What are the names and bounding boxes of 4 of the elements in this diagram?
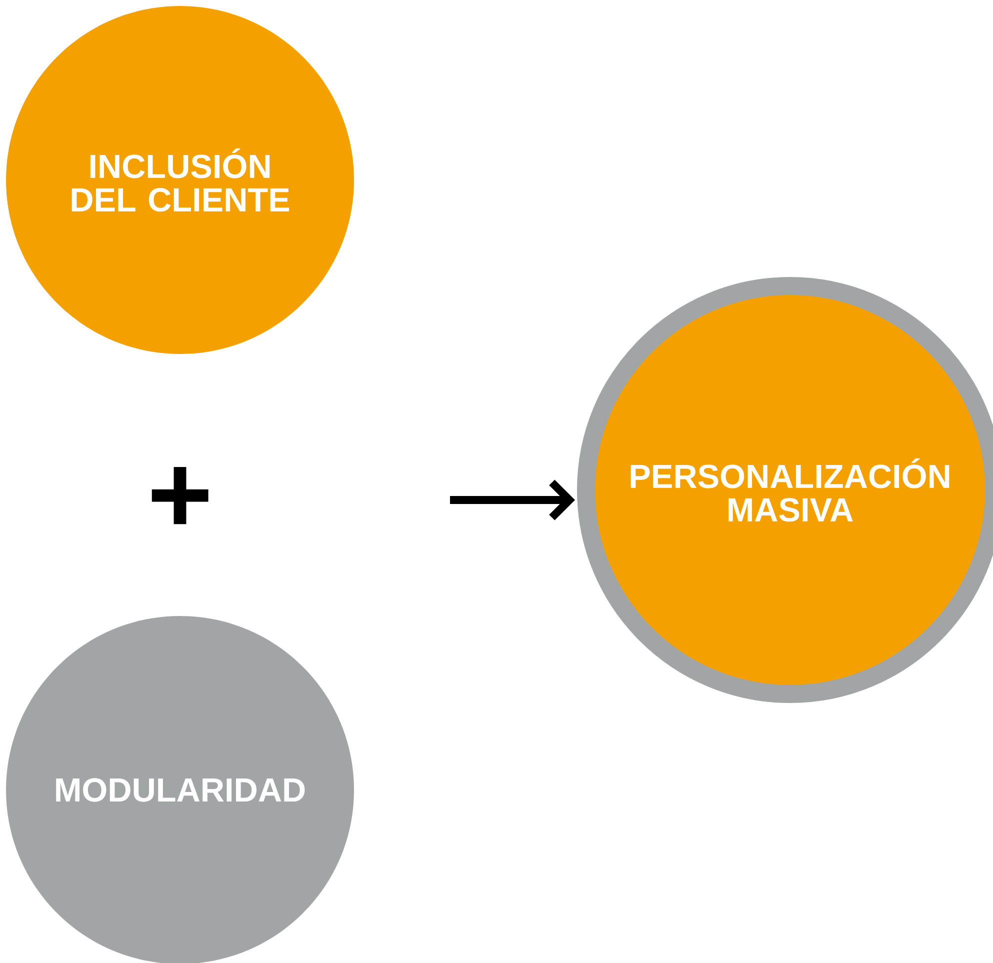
circle-node: INCLUSIÓN DEL CLIENTE [6, 6, 354, 354]
arrow [450, 480, 575, 520]
circle-node: PERSONALIZACIÓN MASIVA [577, 277, 993, 703]
plus-sign: + [152, 467, 208, 524]
